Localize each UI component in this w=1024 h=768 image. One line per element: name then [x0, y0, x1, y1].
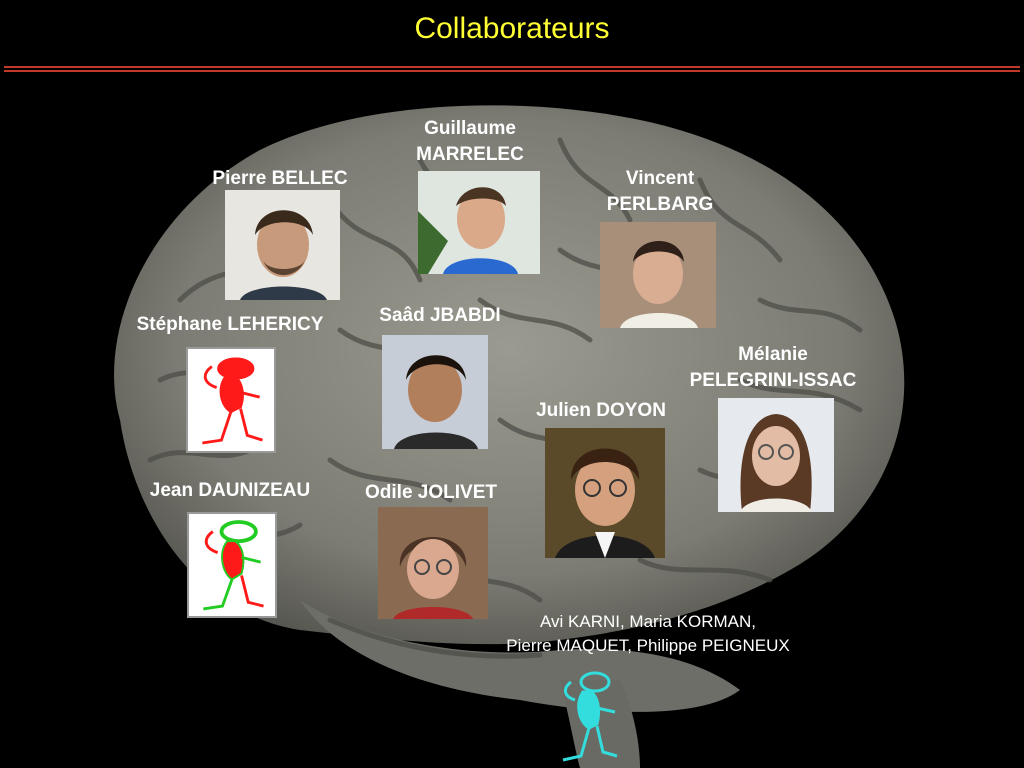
name-pierre: Pierre BELLEC [212, 168, 348, 189]
figure-icon [203, 520, 264, 611]
placeholder-figure-stephane [186, 347, 276, 453]
name-melanie: Mélanie PELEGRINI-ISSAC [689, 344, 857, 391]
name-jean: Jean DAUNIZEAU [149, 480, 311, 501]
name-julien: Julien DOYON [536, 400, 666, 421]
slide-title: Collaborateurs [414, 12, 610, 45]
photo-melanie [718, 398, 834, 512]
photo-pierre [225, 190, 340, 300]
name-saad: Saâd JBABDI [379, 305, 501, 326]
title-divider [4, 66, 1020, 72]
placeholder-figure-jean [187, 512, 277, 618]
photo-guillaume [418, 171, 540, 274]
photo-saad [382, 335, 488, 449]
name-stephane: Stéphane LEHERICY [136, 314, 324, 335]
name-odile: Odile JOLIVET [365, 482, 497, 503]
photo-julien [545, 428, 665, 558]
photo-odile [378, 507, 488, 619]
group-names: Avi KARNI, Maria KORMAN, Pierre MAQUET, … [506, 612, 790, 655]
photo-vincent [600, 222, 716, 328]
name-vincent: Vincent PERLBARG [606, 168, 714, 215]
name-guillaume: Guillaume MARRELEC [416, 118, 524, 165]
figure-icon-cyan [562, 671, 618, 762]
figure-icon [202, 357, 263, 445]
